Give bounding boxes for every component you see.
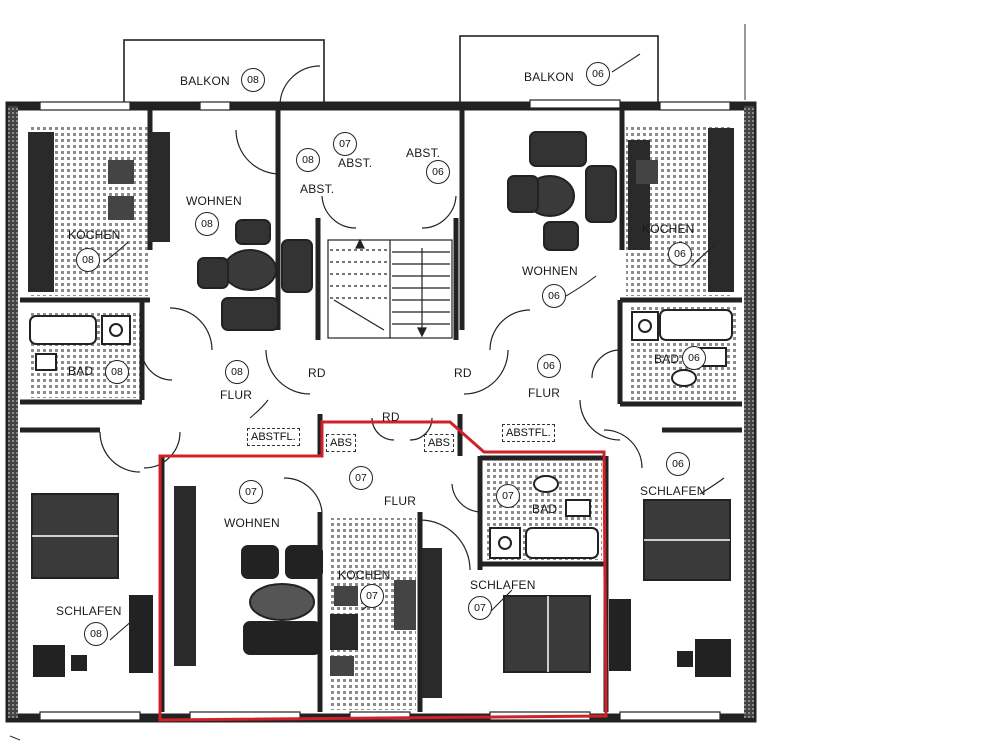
label-wohnen-08: WOHNEN: [186, 194, 242, 208]
unit-07-highlight: [158, 420, 608, 722]
beds: [31, 493, 731, 677]
unit-number-wohnen-06: 06: [542, 284, 566, 308]
label-balkon-06: BALKON: [524, 70, 574, 84]
label-abst-07: ABST.: [338, 156, 373, 170]
label-bad-07: BAD: [532, 502, 558, 516]
staircase: [327, 238, 453, 339]
label-abstfl-06: ABSTFL.: [502, 424, 555, 442]
living-furniture: [197, 131, 617, 655]
label-flur-07: FLUR: [384, 494, 417, 508]
bathroom-fixtures: [29, 309, 733, 559]
unit-number-flur-08: 08: [225, 360, 249, 384]
unit-number-kochen-07: 07: [360, 584, 384, 608]
unit-number-schlafen-06: 06: [666, 452, 690, 476]
label-wohnen-07: WOHNEN: [224, 516, 280, 530]
label-rd-right: RD: [454, 366, 472, 380]
unit-number-schlafen-08: 08: [84, 622, 108, 646]
margin-mark-bottom: [9, 735, 21, 741]
balcony-outlines: [123, 35, 659, 105]
unit-number-bad-08: 08: [105, 360, 129, 384]
label-flur-06: FLUR: [528, 386, 561, 400]
unit-number-wohnen-07: 07: [239, 480, 263, 504]
label-wohnen-06: WOHNEN: [522, 264, 578, 278]
label-schlafen-08: SCHLAFEN: [56, 604, 122, 618]
label-kochen-08: KOCHEN: [68, 228, 121, 242]
kitchen-counters: [28, 128, 734, 698]
unit-number-bad-06: 06: [682, 346, 706, 370]
unit-number-abst-07: 07: [333, 132, 357, 156]
label-rd-middle: RD: [382, 410, 400, 424]
unit-number-balkon-06: 06: [586, 62, 610, 86]
unit-number-balkon-08: 08: [241, 68, 265, 92]
label-bad-08: BAD: [68, 364, 94, 378]
unit-number-schlafen-07: 07: [468, 596, 492, 620]
label-bad-06: BAD: [654, 352, 680, 366]
label-abs-07-left: ABS: [326, 434, 357, 452]
unit-number-bad-07: 07: [496, 484, 520, 508]
label-flur-08: FLUR: [220, 388, 253, 402]
label-abstfl-08: ABSTFL.: [247, 428, 300, 446]
label-abst-08: ABST.: [300, 182, 335, 196]
unit-number-flur-07: 07: [349, 466, 373, 490]
unit-number-kochen-06: 06: [668, 242, 692, 266]
unit-number-kochen-08: 08: [76, 248, 100, 272]
label-balkon-08: BALKON: [180, 74, 230, 88]
label-kochen-07: KOCHEN: [338, 568, 391, 582]
label-schlafen-06: SCHLAFEN: [640, 484, 706, 498]
unit-number-flur-06: 06: [537, 354, 561, 378]
label-abst-06: ABST.: [406, 146, 441, 160]
label-kochen-06: KOCHEN: [642, 222, 695, 236]
unit-number-abst-08: 08: [296, 148, 320, 172]
label-abs-07-right: ABS: [424, 434, 455, 452]
label-rd-left: RD: [308, 366, 326, 380]
unit-number-abst-06: 06: [426, 160, 450, 184]
label-schlafen-07: SCHLAFEN: [470, 578, 536, 592]
unit-number-wohnen-08: 08: [195, 212, 219, 236]
